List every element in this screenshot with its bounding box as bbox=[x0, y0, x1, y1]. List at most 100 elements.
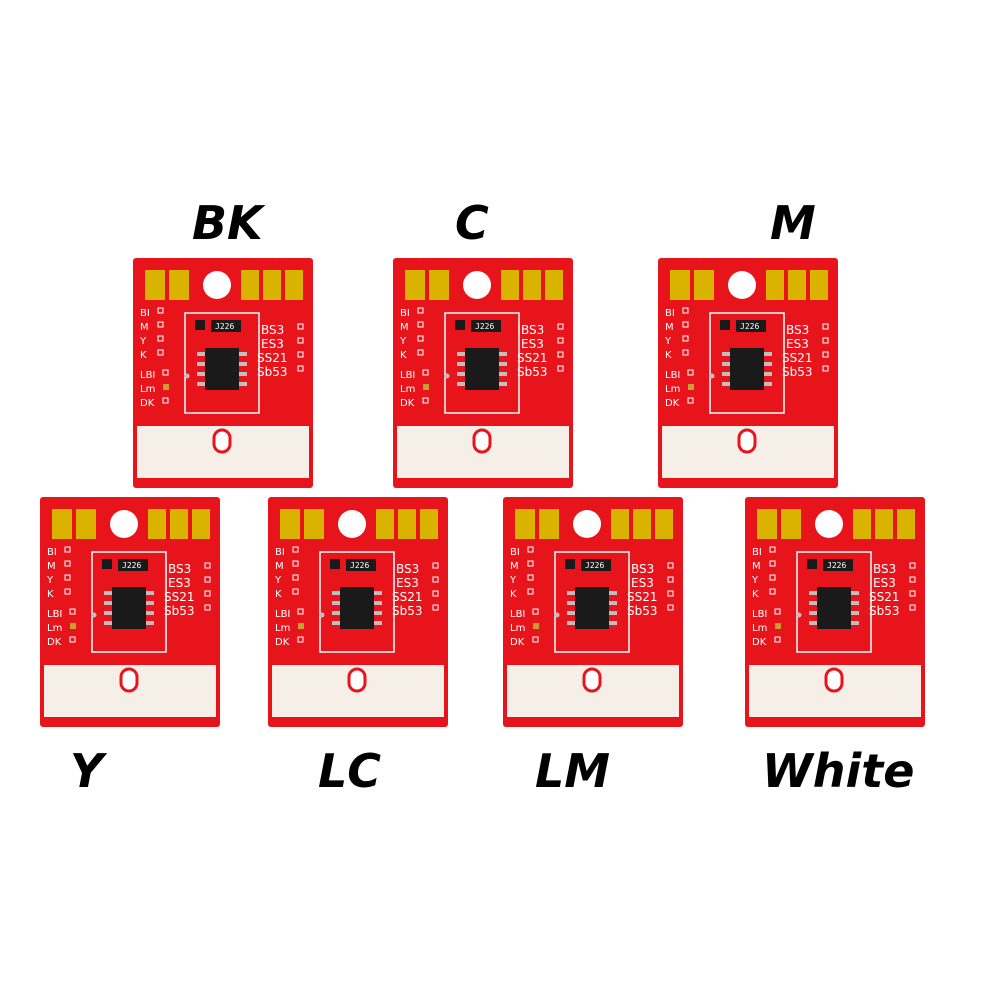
notch-hole bbox=[463, 271, 491, 299]
component-marking: J226 bbox=[122, 561, 141, 570]
mark-k: K bbox=[752, 589, 759, 600]
chip-label-y: Y bbox=[70, 744, 104, 798]
mark-y: Y bbox=[274, 575, 282, 586]
mark-dk: DK bbox=[140, 398, 155, 409]
chip-board: BI M Y K LBI Lm DK J226 bbox=[745, 497, 925, 727]
gold-contact bbox=[611, 509, 629, 539]
ink-chip-m: BI M Y K LBI Lm DK J226 bbox=[658, 258, 838, 488]
ic-chip bbox=[332, 587, 382, 629]
mark-bs3: BS3 bbox=[786, 323, 809, 337]
gold-contact bbox=[52, 509, 72, 539]
ic-chip bbox=[197, 348, 247, 390]
smd-component bbox=[211, 320, 241, 332]
ink-chip-lc: BI M Y K LBI Lm DK J226 bbox=[268, 497, 448, 727]
gold-contact bbox=[429, 270, 449, 300]
gold-contact bbox=[853, 509, 871, 539]
mark-lm: Lm bbox=[510, 623, 525, 634]
mark-m: M bbox=[665, 322, 674, 333]
component-outline bbox=[184, 312, 260, 414]
gold-contact bbox=[545, 270, 563, 300]
strip-slot bbox=[472, 428, 492, 454]
mark-y: Y bbox=[751, 575, 759, 586]
gold-contact bbox=[192, 509, 210, 539]
mark-bs3: BS3 bbox=[261, 323, 284, 337]
smd-component bbox=[736, 320, 766, 332]
mark-sb53: Sb53 bbox=[782, 365, 813, 379]
ic-chip bbox=[104, 587, 154, 629]
right-markings: BS3 ES3 SS21 Sb53 bbox=[869, 562, 900, 618]
mark-m: M bbox=[510, 561, 519, 572]
mark-sb53: Sb53 bbox=[257, 365, 288, 379]
mark-es3: ES3 bbox=[396, 576, 419, 590]
mark-k: K bbox=[510, 589, 517, 600]
component-outline bbox=[319, 551, 395, 653]
right-markings: BS3 ES3 SS21 Sb53 bbox=[257, 323, 288, 379]
mark-bi: BI bbox=[510, 547, 520, 558]
notch-hole bbox=[110, 510, 138, 538]
mark-lbi: LBI bbox=[510, 609, 525, 620]
mark-lm: Lm bbox=[275, 623, 290, 634]
mark-bs3: BS3 bbox=[631, 562, 654, 576]
mark-k: K bbox=[47, 589, 54, 600]
gold-contact bbox=[285, 270, 303, 300]
left-markings: BI M Y K LBI Lm DK bbox=[46, 547, 62, 648]
mark-bi: BI bbox=[400, 308, 410, 319]
component-outline bbox=[709, 312, 785, 414]
mark-es3: ES3 bbox=[786, 337, 809, 351]
mark-sb53: Sb53 bbox=[392, 604, 423, 618]
ink-chip-bk: BI M Y K LBI Lm DK J226 bbox=[133, 258, 313, 488]
right-markings: BS3 ES3 SS21 Sb53 bbox=[392, 562, 423, 618]
gold-contact bbox=[633, 509, 651, 539]
ink-chip-c: BI M Y K LBI Lm DK J226 bbox=[393, 258, 573, 488]
mark-ss21: SS21 bbox=[257, 351, 288, 365]
chip-label-bk: BK bbox=[192, 196, 263, 250]
mark-m: M bbox=[752, 561, 761, 572]
component-outline bbox=[554, 551, 630, 653]
gold-contact bbox=[875, 509, 893, 539]
mark-es3: ES3 bbox=[521, 337, 544, 351]
ic-chip bbox=[457, 348, 507, 390]
mark-lm: Lm bbox=[140, 384, 155, 395]
notch-hole bbox=[338, 510, 366, 538]
left-markings: BI M Y K LBI Lm DK bbox=[139, 308, 155, 409]
component-marking: J226 bbox=[585, 561, 604, 570]
mark-k: K bbox=[140, 350, 147, 361]
mark-bi: BI bbox=[665, 308, 675, 319]
smd-component bbox=[581, 559, 611, 571]
gold-contact bbox=[241, 270, 259, 300]
gold-contact bbox=[694, 270, 714, 300]
mark-lbi: LBI bbox=[400, 370, 415, 381]
mark-bi: BI bbox=[275, 547, 285, 558]
mark-y: Y bbox=[399, 336, 407, 347]
left-markings: BI M Y K LBI Lm DK bbox=[751, 547, 767, 648]
mark-bi: BI bbox=[140, 308, 150, 319]
chip-board: BI M Y K LBI Lm DK J226 bbox=[133, 258, 313, 488]
chip-board: BI M Y K LBI Lm DK J226 bbox=[40, 497, 220, 727]
gold-contact bbox=[539, 509, 559, 539]
ink-chip-lm: BI M Y K LBI Lm DK J226 bbox=[503, 497, 683, 727]
strip-slot bbox=[737, 428, 757, 454]
mark-sb53: Sb53 bbox=[517, 365, 548, 379]
chip-board: BI M Y K LBI Lm DK J226 bbox=[503, 497, 683, 727]
smd-component bbox=[471, 320, 501, 332]
component-marking: J226 bbox=[827, 561, 846, 570]
component-outline bbox=[444, 312, 520, 414]
gold-contact bbox=[304, 509, 324, 539]
chip-label-lm: LM bbox=[535, 744, 611, 798]
ink-chip-white: BI M Y K LBI Lm DK J226 bbox=[745, 497, 925, 727]
mark-lm: Lm bbox=[400, 384, 415, 395]
component-outline bbox=[91, 551, 167, 653]
strip-slot bbox=[824, 667, 844, 693]
mark-es3: ES3 bbox=[631, 576, 654, 590]
gold-contact bbox=[788, 270, 806, 300]
mark-y: Y bbox=[139, 336, 147, 347]
mark-lbi: LBI bbox=[275, 609, 290, 620]
chip-label-c: C bbox=[455, 196, 489, 250]
right-markings: BS3 ES3 SS21 Sb53 bbox=[627, 562, 658, 618]
gold-contact bbox=[766, 270, 784, 300]
chip-label-m: M bbox=[770, 196, 816, 250]
mark-es3: ES3 bbox=[261, 337, 284, 351]
mark-y: Y bbox=[664, 336, 672, 347]
left-markings: BI M Y K LBI Lm DK bbox=[274, 547, 290, 648]
gold-contact bbox=[523, 270, 541, 300]
